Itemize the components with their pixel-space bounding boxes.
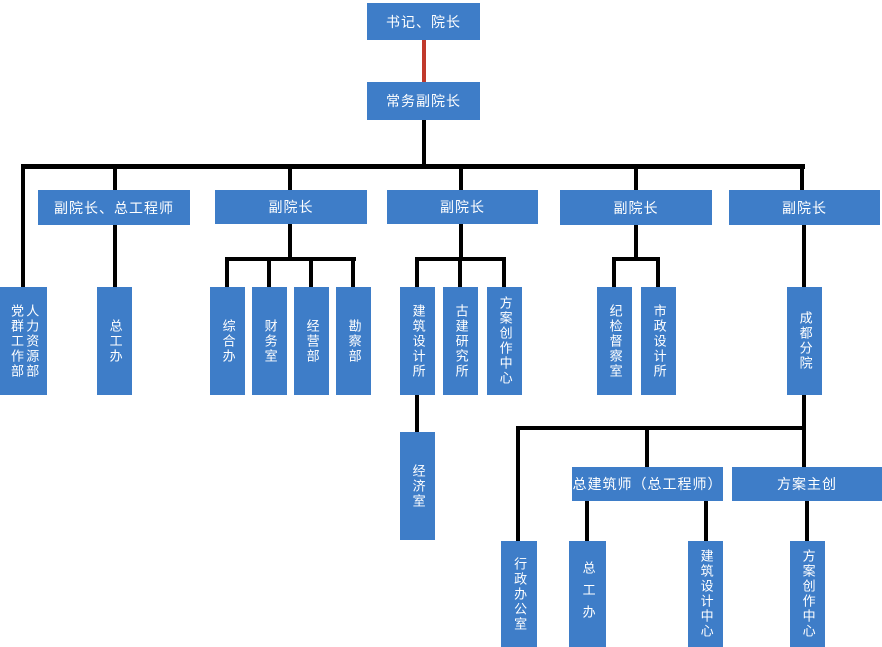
node-finance-office: 财务室 bbox=[252, 287, 287, 395]
connector-vpce-office bbox=[113, 225, 117, 287]
connector-drop-admin-office bbox=[516, 430, 520, 541]
node-label: 总工办 bbox=[107, 318, 123, 364]
node-economy-office: 经济室 bbox=[400, 432, 435, 540]
node-survey-dept: 勘察部 bbox=[336, 287, 371, 395]
connector-vp1-feed bbox=[288, 224, 292, 259]
connector-drop-vp-ce bbox=[113, 169, 117, 190]
node-executive-vice-president: 常务副院长 bbox=[367, 82, 480, 120]
node-label: 纪检督察室 bbox=[607, 303, 623, 379]
node-admin-office: 行政办公室 bbox=[501, 541, 537, 647]
node-vice-president-chief-engineer: 副院长、总工程师 bbox=[38, 190, 190, 225]
connector-drop-arch-design bbox=[415, 261, 419, 287]
connector-vp3-feed bbox=[634, 225, 638, 259]
node-label: 经营部 bbox=[304, 318, 320, 364]
connector-drop-scheme-lead bbox=[802, 430, 806, 468]
node-label: 成都分院 bbox=[797, 311, 813, 371]
connector-drop-vp4 bbox=[800, 169, 804, 190]
node-chief-architect: 总建筑师（总工程师） bbox=[572, 467, 723, 501]
connector-chengdu-horizontal bbox=[516, 426, 806, 430]
node-label: 总建筑师（总工程师） bbox=[572, 476, 723, 492]
node-label-party-mass: 党群工作部 bbox=[9, 303, 24, 379]
node-label: 方案创作中心 bbox=[497, 296, 513, 386]
connector-drop-vp1 bbox=[288, 169, 292, 190]
connector-root-red bbox=[422, 40, 426, 82]
node-label: 建筑设计中心 bbox=[698, 549, 714, 639]
node-label: 建筑设计所 bbox=[410, 303, 426, 379]
node-discipline-inspection-office: 纪检督察室 bbox=[597, 287, 632, 395]
node-label: 副院长 bbox=[782, 199, 827, 216]
node-label: 方案主创 bbox=[777, 476, 837, 492]
node-general-affairs-office: 综合办 bbox=[210, 287, 245, 395]
node-label: 勘察部 bbox=[346, 318, 362, 364]
node-label: 副院长 bbox=[613, 199, 659, 216]
node-ancient-building-research-institute: 古建研究所 bbox=[443, 287, 478, 395]
node-business-dept: 经营部 bbox=[294, 287, 329, 395]
connector-vp2-feed bbox=[459, 224, 463, 259]
connector-drop-municipal bbox=[656, 261, 660, 287]
node-label: 书记、院长 bbox=[386, 13, 461, 30]
node-label: 副院长 bbox=[440, 199, 485, 215]
connector-drop-arch-center bbox=[704, 501, 708, 541]
node-municipal-design-institute: 市政设计所 bbox=[641, 287, 676, 395]
connector-evp-down bbox=[422, 120, 426, 169]
connector-drop-finance bbox=[267, 261, 271, 287]
node-chengdu-branch: 成都分院 bbox=[787, 287, 822, 395]
node-label: 总工办 bbox=[580, 561, 596, 627]
node-label: 财务室 bbox=[262, 318, 278, 364]
node-chief-engineer-office-branch: 总工办 bbox=[569, 541, 606, 647]
node-label: 副院长、总工程师 bbox=[54, 199, 174, 216]
connector-vp1-horizontal bbox=[225, 257, 356, 261]
node-scheme-creation-center-branch: 方案创作中心 bbox=[790, 541, 825, 647]
connector-arch-economy bbox=[415, 395, 419, 432]
connector-drop-discipline bbox=[612, 261, 616, 287]
node-label: 市政设计所 bbox=[651, 303, 667, 379]
node-secretary-president: 书记、院长 bbox=[367, 3, 480, 40]
node-label: 副院长 bbox=[268, 199, 314, 215]
node-architectural-design-center: 建筑设计中心 bbox=[688, 541, 723, 647]
node-label: 行政办公室 bbox=[512, 556, 528, 632]
node-chief-engineer-office: 总工办 bbox=[97, 287, 132, 395]
connector-drop-party-hr bbox=[21, 169, 25, 287]
connector-drop-scheme-creation bbox=[502, 261, 506, 287]
connector-drop-ce-office-branch bbox=[585, 501, 589, 541]
node-vice-president-3: 副院长 bbox=[560, 190, 712, 225]
connector-drop-vp2 bbox=[459, 169, 463, 190]
connector-drop-ancient-building bbox=[458, 261, 462, 287]
node-label: 综合办 bbox=[220, 318, 236, 364]
connector-main-horizontal bbox=[21, 164, 805, 169]
node-architectural-design-institute: 建筑设计所 bbox=[400, 287, 435, 395]
node-scheme-creation-center: 方案创作中心 bbox=[487, 287, 522, 395]
connector-drop-business bbox=[309, 261, 313, 287]
node-label: 经济室 bbox=[410, 463, 426, 509]
connector-vp2-horizontal bbox=[415, 257, 506, 261]
node-party-mass-hr-dept: 党群工作部 人力资源部 bbox=[0, 287, 47, 395]
connector-drop-general-affairs bbox=[225, 261, 229, 287]
node-label: 方案创作中心 bbox=[800, 549, 816, 639]
connector-drop-survey bbox=[351, 261, 355, 287]
connector-drop-chief-architect bbox=[645, 430, 649, 468]
node-label: 古建研究所 bbox=[453, 303, 469, 379]
node-label: 常务副院长 bbox=[386, 93, 461, 109]
node-vice-president-2: 副院长 bbox=[387, 190, 538, 224]
connector-vp4-chengdu bbox=[802, 225, 806, 287]
node-label-hr: 人力资源部 bbox=[24, 303, 40, 379]
connector-drop-scheme-center-branch bbox=[805, 501, 809, 541]
connector-vp3-horizontal bbox=[612, 257, 660, 261]
connector-drop-vp3 bbox=[634, 169, 638, 190]
connector-chengdu-feed bbox=[802, 395, 806, 428]
node-vice-president-1: 副院长 bbox=[215, 190, 367, 224]
node-vice-president-4: 副院长 bbox=[729, 190, 880, 225]
node-scheme-lead: 方案主创 bbox=[732, 467, 882, 501]
